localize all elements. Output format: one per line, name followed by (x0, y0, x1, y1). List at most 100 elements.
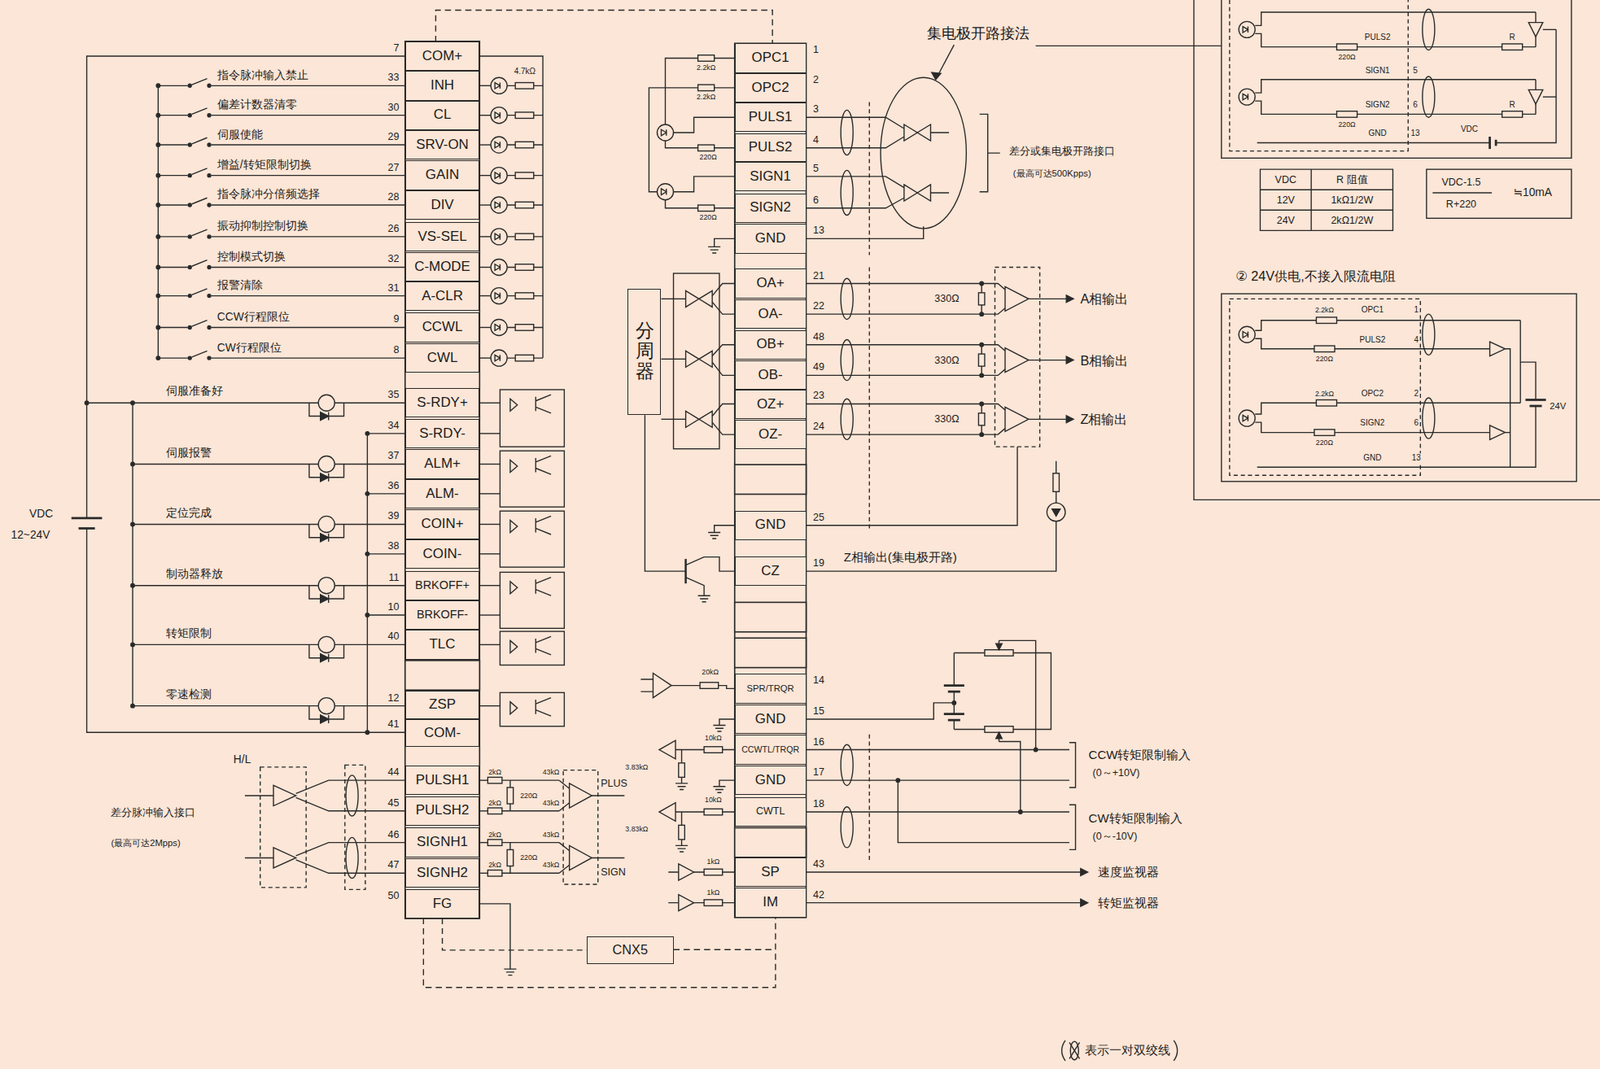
annotation-text: 2kΩ1/2W (1329, 214, 1374, 227)
optocoupler-symbol (490, 258, 508, 276)
battery-symbol (78, 527, 96, 530)
pin-number: 49 (812, 361, 826, 373)
line-driver-symbol (1490, 341, 1506, 357)
internal-wire (712, 404, 735, 436)
line-driver-symbol (1528, 22, 1544, 38)
internal-wire (719, 780, 735, 787)
optocoupler-symbol (490, 228, 508, 245)
internal-wire (640, 679, 735, 692)
pin-number: 38 (387, 540, 401, 552)
pin-cell: CCWTL/TRQR (734, 734, 807, 765)
resistor-symbol (698, 55, 715, 62)
line-driver-symbol (686, 350, 713, 368)
junction-dot (84, 401, 89, 406)
wire (211, 295, 406, 297)
annotation-text: OPC1 (1360, 305, 1385, 315)
wire (1543, 29, 1557, 31)
wire (806, 176, 905, 209)
wire (157, 85, 188, 87)
arrowhead (1080, 899, 1089, 907)
pin-number: 45 (387, 797, 401, 809)
housing-outline (423, 917, 776, 988)
internal-wire (479, 524, 500, 525)
wire (806, 308, 1006, 315)
transistor-symbol (535, 515, 551, 535)
wire (211, 236, 406, 237)
wire (157, 266, 188, 268)
annotation-text: 24V (1276, 214, 1296, 227)
annotation-text: H/L (232, 753, 252, 767)
diode-wire (309, 706, 345, 720)
ground-symbol (675, 845, 688, 853)
twisted-pair-symbol (840, 278, 853, 320)
optocoupler-symbol (510, 640, 518, 653)
resistor-symbol (515, 233, 534, 241)
wire (998, 742, 1020, 814)
annotation-text: 差分或集电极开路接口 (1008, 144, 1116, 157)
connector-box: CNX5 (586, 936, 674, 965)
pin-cell: TLC (405, 629, 481, 660)
node-text: OA- (758, 306, 783, 323)
leader-line (936, 44, 954, 78)
arrowhead (1080, 869, 1089, 877)
pin-cell: GND (734, 765, 807, 796)
annotation-text: Z相输出(集电极开路) (843, 550, 958, 564)
pin-cell: CWTL (734, 797, 807, 827)
line-driver-symbol (273, 848, 297, 869)
wire (367, 432, 405, 434)
internal-wire (479, 493, 500, 494)
wire (479, 904, 511, 970)
pin-number: 7 (393, 42, 401, 54)
annotation-text: VDC-1.5 (1440, 176, 1482, 188)
switch-symbol (192, 168, 208, 175)
node-text: OB- (758, 367, 783, 384)
pin-cell: SIGN1 (734, 161, 807, 192)
optocoupler-symbol (1238, 21, 1255, 38)
optocoupler-symbol (510, 702, 518, 715)
pin-cell: COM- (405, 719, 481, 748)
pin-cell: C-MODE (405, 252, 481, 282)
pin-cell: OZ+ (734, 389, 807, 420)
blank-pin-cell (734, 638, 807, 668)
node-text: COIN+ (420, 516, 464, 533)
pin-cell: CL (405, 100, 481, 131)
diode-wire (309, 585, 345, 599)
connector-column (405, 41, 481, 919)
switch-contact (187, 294, 192, 298)
signal-description: CW行程限位 (216, 341, 283, 355)
pin-number: 12 (387, 691, 401, 704)
pin-cell: PULS1 (734, 102, 807, 132)
buffer-symbol (678, 895, 695, 912)
junction-dot (979, 312, 984, 317)
arrowhead (1066, 295, 1074, 303)
diode-symbol (320, 654, 329, 663)
twisted-pair-symbol (1422, 314, 1435, 355)
annotation-text: OPC2 (1360, 389, 1385, 399)
wire (157, 174, 188, 176)
pin-cell: COIN- (405, 539, 481, 569)
line-driver-symbol (1490, 425, 1506, 441)
pin-number: 37 (387, 450, 401, 462)
optocoupler-symbol (490, 136, 508, 154)
pin-number: 25 (812, 511, 826, 523)
optocoupler-symbol (490, 288, 508, 305)
signal-description: 振动抑制控制切换 (216, 219, 310, 233)
annotation-text: 2kΩ (487, 799, 503, 808)
diode-wire (309, 402, 345, 416)
switch-contact (187, 174, 192, 178)
annotation-text: 2kΩ (487, 830, 503, 840)
wire (998, 640, 1036, 750)
signal-description: 伺服使能 (216, 128, 264, 142)
dashed-connector (442, 918, 587, 951)
pin-cell: SRV-ON (405, 130, 481, 160)
annotation-text: 24V (1548, 401, 1567, 412)
arrowhead (996, 732, 1003, 739)
node-text: PULSH2 (415, 803, 470, 819)
inset-panel (1221, 0, 1572, 158)
wire (367, 433, 368, 733)
pin-number: 50 (387, 890, 401, 902)
switch-symbol (192, 350, 208, 358)
optocoupler-symbol (494, 354, 500, 362)
pin-cell: OB+ (734, 330, 807, 360)
resistor-symbol (515, 264, 534, 272)
